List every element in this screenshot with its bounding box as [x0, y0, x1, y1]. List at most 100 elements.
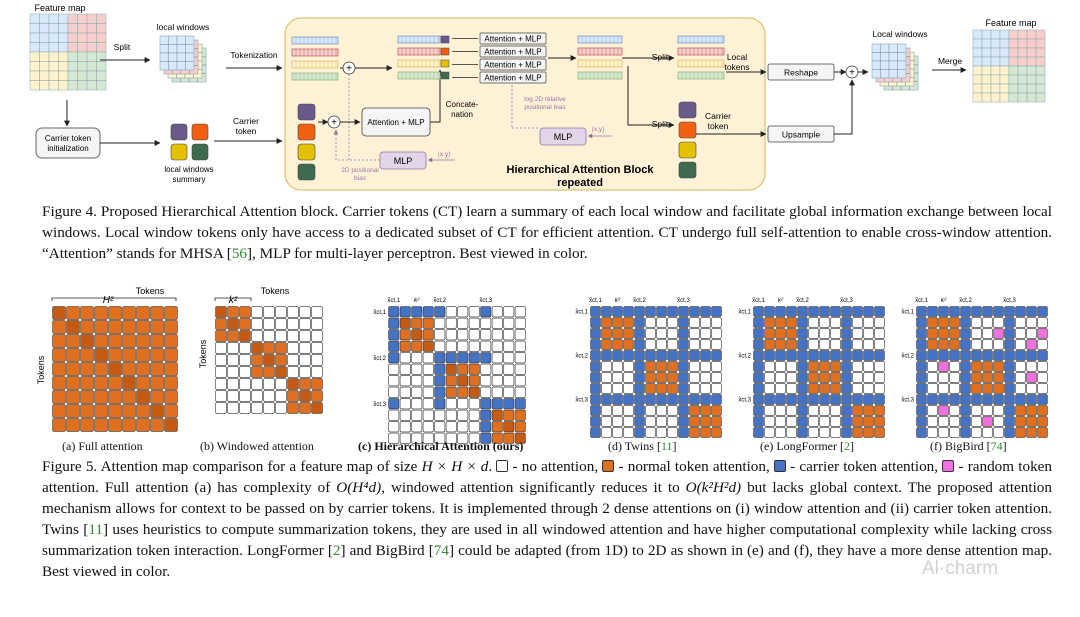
hierarchical-cell: [388, 363, 400, 375]
full-cell: [150, 376, 164, 390]
bigbird-cell: [960, 416, 971, 427]
ct-top-label: x̂ct,3: [479, 298, 492, 304]
longformer-cell: [819, 372, 830, 383]
bigbird-cell: [1015, 416, 1026, 427]
bigbird-cell: [1037, 405, 1048, 416]
full-cell: [52, 376, 66, 390]
longformer-cell: [830, 427, 841, 438]
feature-map-in-cell: [58, 23, 69, 34]
twins-cell: [667, 394, 678, 405]
longformer-cell: [797, 383, 808, 394]
windowed-cell: [311, 306, 323, 318]
feature-map-in-cell: [39, 61, 50, 72]
windowed-cell: [275, 402, 287, 414]
windowed-cell: [263, 342, 275, 354]
longformer-cell: [764, 328, 775, 339]
cite-74[interactable]: 74: [433, 542, 449, 559]
twins-cell: [612, 427, 623, 438]
h2-label: H²: [103, 295, 114, 306]
full-cell: [80, 348, 94, 362]
twins-cell: [667, 339, 678, 350]
local-window-1-cell: [176, 52, 186, 62]
twins-cell: [656, 427, 667, 438]
feature-map-in-cell: [96, 80, 107, 91]
local-window-1-cell: [159, 44, 169, 54]
full-cell: [150, 418, 164, 432]
hierarchical-cell: [480, 386, 492, 398]
ct-top-label: x̂ct,2: [796, 298, 809, 304]
hierarchical-cell: [491, 432, 503, 444]
longformer-cell: [863, 372, 874, 383]
bigbird-cell: [949, 394, 960, 405]
cite-56[interactable]: 56: [231, 245, 248, 262]
cite-11[interactable]: 11: [88, 521, 103, 538]
log2d-label-2: positional bias: [524, 104, 566, 111]
windowed-cell: [311, 378, 323, 390]
longformer-cell: [808, 317, 819, 328]
windowed-cell: [227, 402, 239, 414]
feature-map-out-cell: [1035, 83, 1046, 94]
windowed-cell: [275, 330, 287, 342]
longformer-cell: [797, 372, 808, 383]
windowed-cell: [275, 342, 287, 354]
hierarchical-cell: [399, 409, 411, 421]
hierarchical-cell: [399, 329, 411, 341]
feature-map-in-cell: [29, 61, 40, 72]
token-out-bar: [577, 47, 623, 56]
subcaption-c: (c) Hierarchical Attention (ours): [358, 439, 524, 453]
twins-cell: [634, 394, 645, 405]
hierarchical-cell: [422, 340, 434, 352]
token-mid-carrier-append: [440, 59, 450, 68]
windowed-cell: [263, 402, 275, 414]
twins-cell: [656, 306, 667, 317]
cite-2[interactable]: 2: [332, 542, 341, 559]
longformer-cell: [841, 306, 852, 317]
longformer-cell: [863, 416, 874, 427]
feature-map-out-cell: [1026, 83, 1037, 94]
longformer-cell: [819, 317, 830, 328]
longformer-cell: [753, 405, 764, 416]
windowed-cell: [227, 330, 239, 342]
twins-cell: [678, 416, 689, 427]
local-window-1-cell: [168, 61, 178, 71]
hierarchical-cell: [411, 317, 423, 329]
hierarchical-cell: [434, 329, 446, 341]
bigbird-cell: [960, 372, 971, 383]
hierarchical-cell: [457, 340, 469, 352]
hierarchical-cell: [422, 375, 434, 387]
longformer-cell: [863, 427, 874, 438]
longformer-cell: [863, 306, 874, 317]
twins-cell: [645, 394, 656, 405]
longformer-cell: [841, 383, 852, 394]
feature-map-out-cell: [1008, 29, 1019, 40]
feature-map-in-cell: [48, 61, 59, 72]
bigbird-cell: [993, 405, 1004, 416]
twins-cell: [623, 361, 634, 372]
full-cell: [80, 306, 94, 320]
full-cell: [108, 348, 122, 362]
full-cell: [122, 404, 136, 418]
full-cell: [52, 418, 66, 432]
bigbird-cell: [916, 306, 927, 317]
full-cell: [122, 306, 136, 320]
hierarchical-cell: [422, 317, 434, 329]
bigbird-cell: [1015, 394, 1026, 405]
feature-map-in-cell: [77, 32, 88, 43]
feature-map-out-cell: [1035, 29, 1046, 40]
full-cell: [122, 376, 136, 390]
longformer-cell: [775, 317, 786, 328]
bigbird-cell: [982, 339, 993, 350]
attention-mlp-label: Attention + MLP: [484, 61, 541, 70]
full-cell: [52, 362, 66, 376]
twins-cell: [711, 328, 722, 339]
attention-map-full: [52, 306, 178, 432]
longformer-cell: [830, 372, 841, 383]
full-cell: [66, 348, 80, 362]
longformer-cell: [841, 339, 852, 350]
hierarchical-cell: [503, 352, 515, 364]
hierarchical-cell: [468, 329, 480, 341]
windowed-cell: [299, 330, 311, 342]
twins-cell: [700, 416, 711, 427]
twins-cell: [612, 361, 623, 372]
